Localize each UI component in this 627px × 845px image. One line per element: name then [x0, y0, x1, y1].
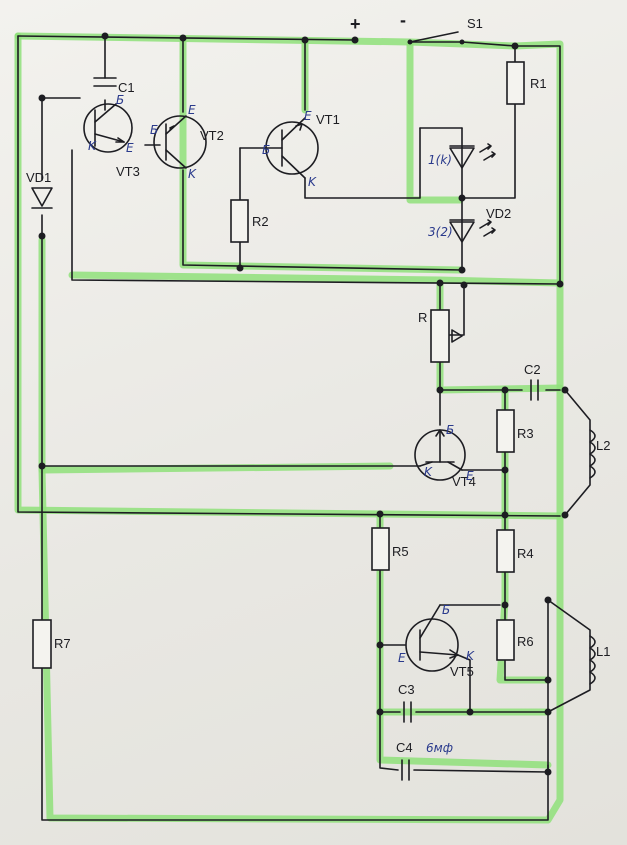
note-c4: 6мф — [426, 741, 453, 755]
label-vd2: VD2 — [486, 206, 511, 221]
label-vt5: VT5 — [450, 664, 474, 679]
label-r2: R2 — [252, 214, 269, 229]
resistor-r5 — [371, 527, 390, 571]
junction-dots — [38, 32, 569, 776]
inductor-l2 — [589, 429, 596, 479]
note-vt4-k: K — [424, 465, 433, 479]
label-vt3: VT3 — [116, 164, 140, 179]
label-c1: C1 — [118, 80, 135, 95]
label-r4: R4 — [517, 546, 534, 561]
resistors — [32, 61, 525, 669]
resistor-r1 — [506, 61, 525, 105]
component-labels: + - S1 R1 R2 R R3 R4 R5 R6 R7 C1 C2 C3 C… — [26, 10, 610, 755]
label-s1: S1 — [467, 16, 483, 31]
resistor-r4 — [496, 529, 515, 573]
label-r6: R6 — [517, 634, 534, 649]
label-r1: R1 — [530, 76, 547, 91]
note-vd2-3: 3(2) — [428, 225, 453, 239]
note-vt2-b: Б — [150, 123, 158, 137]
label-l1: L1 — [596, 644, 610, 659]
potentiometer-r — [430, 309, 450, 363]
switch-s1 — [407, 31, 465, 45]
transistor-vt1 — [265, 117, 319, 179]
resistor-r6 — [496, 619, 515, 661]
note-vt3-b: Б — [116, 93, 124, 107]
resistor-r7 — [32, 619, 52, 669]
highlighter-traces — [14, 32, 564, 824]
note-vt3-e: E — [126, 141, 134, 155]
transistor-vt5 — [405, 604, 459, 672]
potentiometer-wiper — [451, 329, 463, 343]
label-vt1: VT1 — [316, 112, 340, 127]
label-vt2: VT2 — [200, 128, 224, 143]
inductor-l1 — [589, 635, 596, 685]
inductors — [589, 429, 596, 685]
label-c2: C2 — [524, 362, 541, 377]
note-vt5-k: K — [466, 649, 475, 663]
note-vt4-e: E — [466, 469, 474, 483]
label-vd1: VD1 — [26, 170, 51, 185]
note-vt5-e: E — [398, 651, 406, 665]
wiring — [17, 35, 591, 821]
note-vt2-e: E — [188, 103, 196, 117]
transistor-vt3 — [83, 103, 133, 153]
note-vt1-b: Б — [262, 143, 270, 157]
transistor-vt4 — [414, 429, 466, 481]
label-r: R — [418, 310, 427, 325]
resistor-r2 — [230, 199, 249, 243]
label-c3: C3 — [398, 682, 415, 697]
capacitor-c1 — [93, 77, 117, 87]
label-l2: L2 — [596, 438, 610, 453]
resistor-r3 — [496, 409, 515, 453]
capacitor-c4 — [401, 759, 410, 781]
note-vt1-e: E — [304, 109, 312, 123]
capacitor-c3 — [403, 701, 412, 723]
label-vt4: VT4 — [452, 474, 476, 489]
led-vd2-upper — [449, 143, 496, 169]
transistor-vt2 — [153, 115, 207, 169]
led-vd2-lower — [449, 219, 496, 243]
label-r5: R5 — [392, 544, 409, 559]
note-vt4-b: Б — [446, 423, 454, 437]
capacitor-c2 — [530, 379, 539, 401]
transistors — [83, 103, 466, 672]
note-vt3-k: K — [88, 139, 97, 153]
label-r7: R7 — [54, 636, 71, 651]
label-r3: R3 — [517, 426, 534, 441]
capacitors — [93, 77, 539, 781]
note-vd2-1k: 1(k) — [428, 153, 452, 167]
note-vt5-b: Б — [442, 603, 450, 617]
label-c4: C4 — [396, 740, 413, 755]
diodes — [31, 143, 496, 243]
note-vt2-k: K — [188, 167, 197, 181]
pen-notes: Б E K Б E K Б E K 1(k) 3(2) Б K E Б E K … — [88, 93, 475, 755]
terminal-plus: + — [350, 14, 361, 34]
note-vt1-k: K — [308, 175, 317, 189]
terminal-minus: - — [400, 10, 406, 30]
diode-vd1 — [31, 187, 53, 209]
